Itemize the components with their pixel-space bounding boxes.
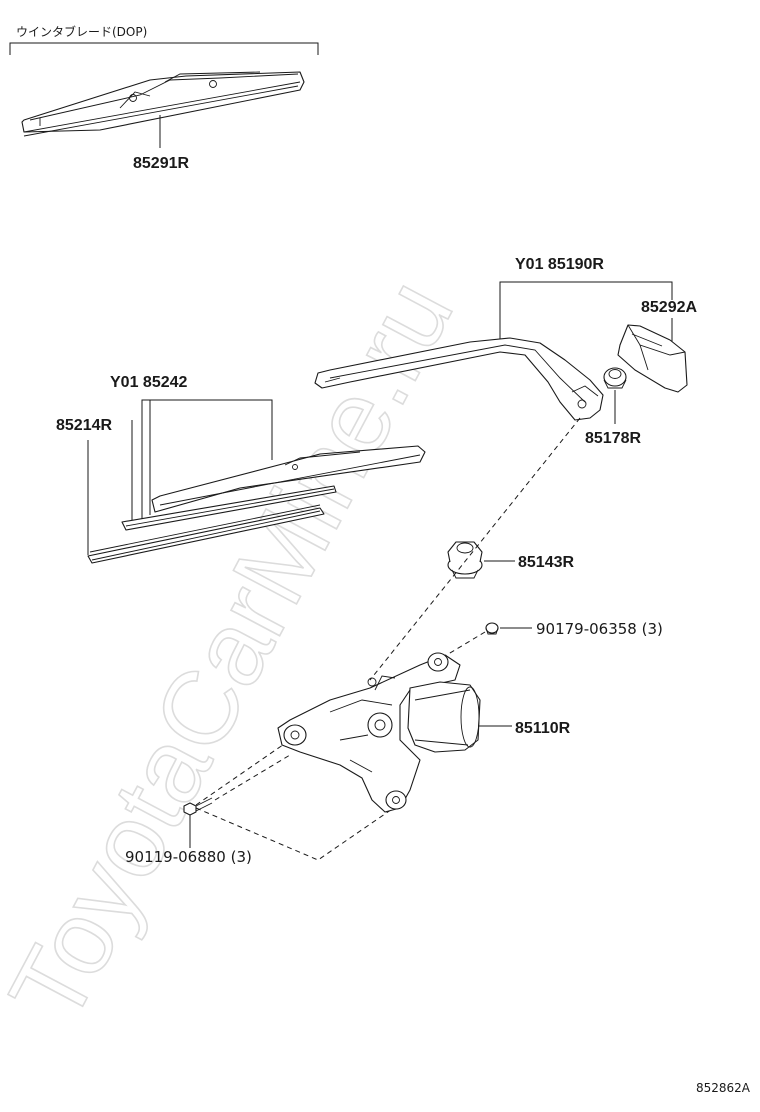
- bolt-90119-drawing: [183, 797, 213, 816]
- label-85190R: Y01 85190R: [515, 256, 604, 273]
- nut-85178R-drawing: [603, 367, 627, 389]
- arm-cap-drawing: [617, 324, 688, 393]
- assembly-line-bolt: [429, 631, 486, 666]
- bracket-85190R: [499, 281, 673, 340]
- label-85292A: 85292A: [641, 299, 697, 316]
- label-90119: 90119-06880 (3): [125, 848, 252, 866]
- watermark: ToyotaCarMine.ru: [0, 262, 476, 1041]
- assembly-line-upper: [369, 417, 581, 681]
- label-85143R: 85143R: [518, 554, 574, 571]
- bracket-85242: [141, 399, 273, 526]
- grommet-drawing: [447, 541, 483, 579]
- group-bracket: [9, 42, 319, 55]
- label-85110R: 85110R: [515, 720, 571, 737]
- wiper-motor-drawing: [277, 652, 481, 813]
- figure-id: 852862A: [696, 1081, 751, 1095]
- bolt-90179-drawing: [485, 622, 499, 635]
- label-85242: Y01 85242: [110, 374, 188, 391]
- assembly-line-lower: [195, 739, 291, 806]
- label-85178R: 85178R: [585, 430, 641, 447]
- label-85214R: 85214R: [56, 417, 112, 434]
- group-label: ウインタブレード(DOP): [16, 24, 147, 39]
- rear-wiper-blade-drawing: [87, 445, 426, 564]
- assembly-line-foot-b: [214, 754, 291, 801]
- winter-blade-drawing: [21, 71, 305, 137]
- label-90179: 90179-06358 (3): [536, 620, 663, 638]
- label-85291R: 85291R: [133, 155, 189, 172]
- wiper-arm-drawing: [314, 337, 604, 421]
